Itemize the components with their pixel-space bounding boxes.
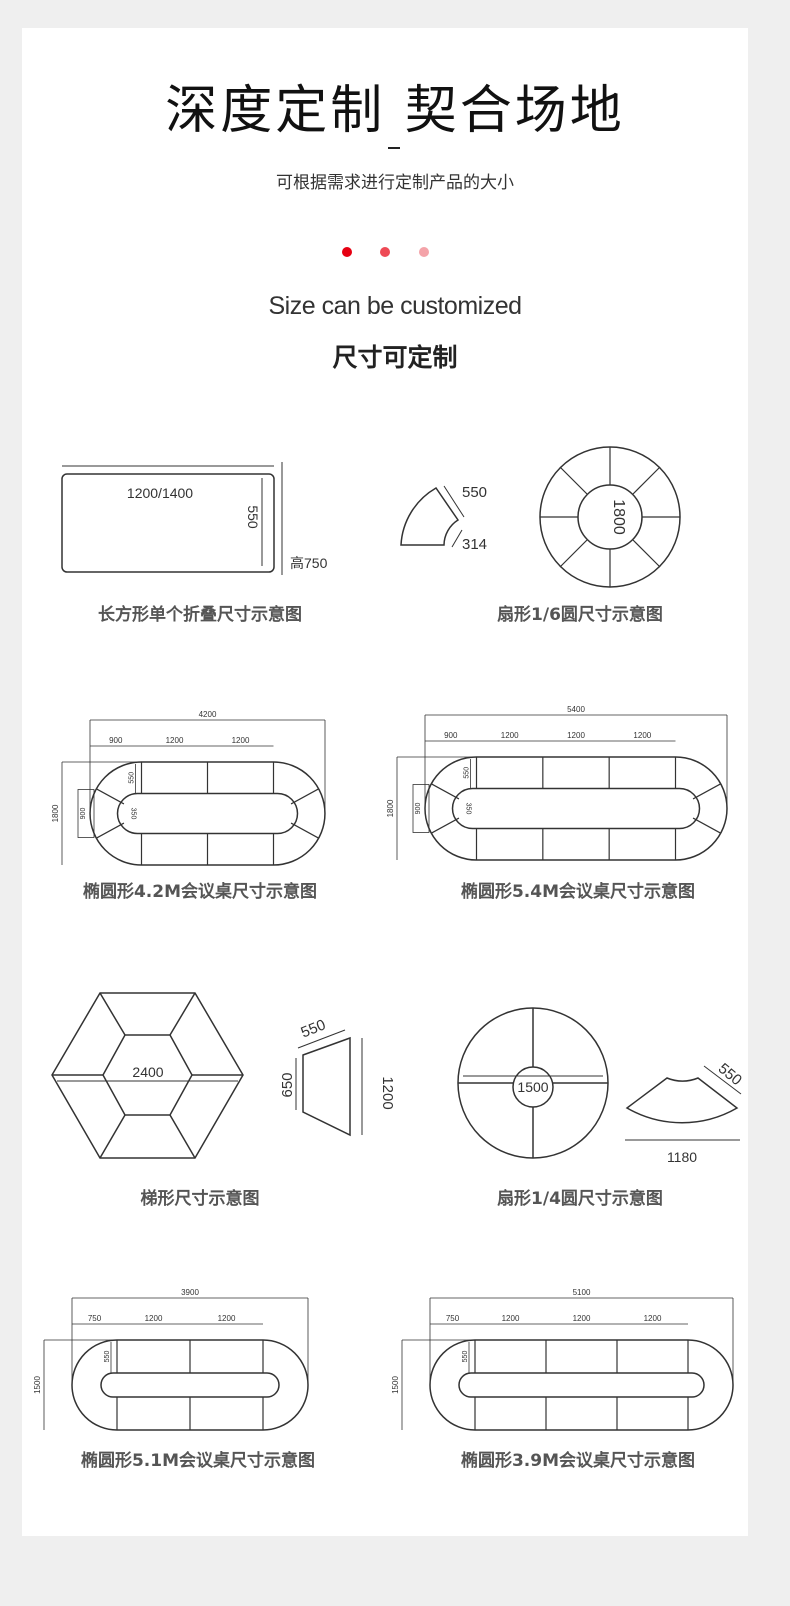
segment-divider [692,783,721,800]
content-card [22,28,748,1536]
segment-label: 1200 [573,1314,591,1323]
depth-label: 550 [464,767,471,779]
end-label: 900 [80,808,87,820]
segment-label: 750 [88,1314,102,1323]
segment-divider [431,817,460,834]
total-label: 4200 [199,710,217,719]
segment-label: 1200 [501,731,519,740]
end-dimension-box [412,784,430,833]
segment-divider [431,783,460,800]
inner-label: 350 [465,803,472,815]
segment-label: 1200 [145,1314,163,1323]
oval42-diagram: 4200 900 1200 1200 1800 550 350 900 椭圆形4.2M会议桌尺寸… [51,710,326,902]
title-divider [388,147,400,149]
oval51-diagram: 3900 750 1200 1200 1500 550 椭圆形5.1M会议桌尺寸示意图 [33,1288,315,1471]
dot-2 [380,247,390,257]
sector6-diagram: 550 314 1800 扇形1/6圆尺寸示意图 [400,446,681,625]
segment-label: 1200 [567,731,585,740]
height-label: 1800 [51,804,60,822]
rect-width-label: 1200/1400 [127,485,193,501]
trap-top-label: 550 [299,1016,329,1041]
segment-divider [96,788,125,805]
total-label: 3900 [181,1288,199,1297]
depth-label: 550 [104,1351,111,1363]
sector6-outer-label: 550 [462,484,487,501]
segment-label: 750 [446,1314,460,1323]
sector6-caption: 扇形1/6圆尺寸示意图 [497,604,663,625]
hex-caption: 梯形尺寸示意图 [141,1188,260,1209]
total-label: 5400 [567,705,585,714]
rect-caption: 长方形单个折叠尺寸示意图 [98,604,302,625]
sector4-depth-label: 550 [715,1060,745,1089]
hex-diagram: 2400 550 650 1200 梯形尺寸示意图 [51,992,396,1209]
table-inner-outline [451,787,701,830]
height-label: 1800 [386,799,395,817]
chinese-heading: 尺寸可定制 [332,343,458,372]
height-label: 1500 [391,1376,400,1394]
segment-divider [290,822,319,839]
caption: 椭圆形5.1M会议桌尺寸示意图 [81,1450,315,1471]
rect-depth-label: 550 [245,505,261,529]
total-label: 5100 [573,1288,591,1297]
sector4-diameter-label: 1500 [517,1079,548,1095]
sector4-diagram: 1500 550 1180 扇形1/4圆尺寸示意图 [457,1007,745,1209]
depth-label: 550 [462,1351,469,1363]
table-inner-outline [100,1372,280,1398]
oval39-diagram: 5100 750 1200 1200 1200 1500 550 椭圆形3.9M会议桌尺寸示意… [391,1288,734,1471]
rect-diagram: 1200/1400 550 高750 长方形单个折叠尺寸示意图 [61,462,328,625]
caption: 椭圆形4.2M会议桌尺寸示意图 [83,881,317,902]
segment-label: 1200 [502,1314,520,1323]
page-title: 深度定制 契合场地 [165,81,625,141]
inner-label: 350 [130,808,137,820]
oval54-diagram: 5400 900 1200 1200 1200 1800 550 350 900 椭圆形5.4M会… [386,705,728,902]
sector4-arc-label: 1180 [667,1149,697,1165]
trap-side-label: 650 [279,1072,296,1097]
sector6-diameter-label: 1800 [610,499,627,535]
sector6-inner-label: 314 [462,536,487,553]
segment-label: 1200 [232,736,250,745]
segment-divider [290,788,319,805]
table-inner-outline [458,1372,705,1398]
segment-divider [96,822,125,839]
segment-label: 1200 [166,736,184,745]
end-dimension-box [77,789,95,838]
segment-divider [692,817,721,834]
rect-height-label: 高750 [290,555,328,571]
dot-1 [342,247,352,257]
height-label: 1500 [33,1376,42,1394]
caption: 椭圆形3.9M会议桌尺寸示意图 [461,1450,695,1471]
segment-label: 1200 [644,1314,662,1323]
segment-label: 900 [109,736,123,745]
subtitle: 可根据需求进行定制产品的大小 [276,173,514,193]
hex-diameter-label: 2400 [132,1064,163,1080]
segment-label: 900 [444,731,458,740]
trap-long-label: 1200 [379,1076,396,1109]
segment-label: 1200 [633,731,651,740]
english-heading: Size can be customized [268,292,522,320]
caption: 椭圆形5.4M会议桌尺寸示意图 [461,881,695,902]
segment-label: 1200 [218,1314,236,1323]
sector4-caption: 扇形1/4圆尺寸示意图 [497,1188,663,1209]
dot-3 [419,247,429,257]
depth-label: 550 [129,772,136,784]
table-inner-outline [116,792,299,835]
end-label: 900 [415,803,422,815]
